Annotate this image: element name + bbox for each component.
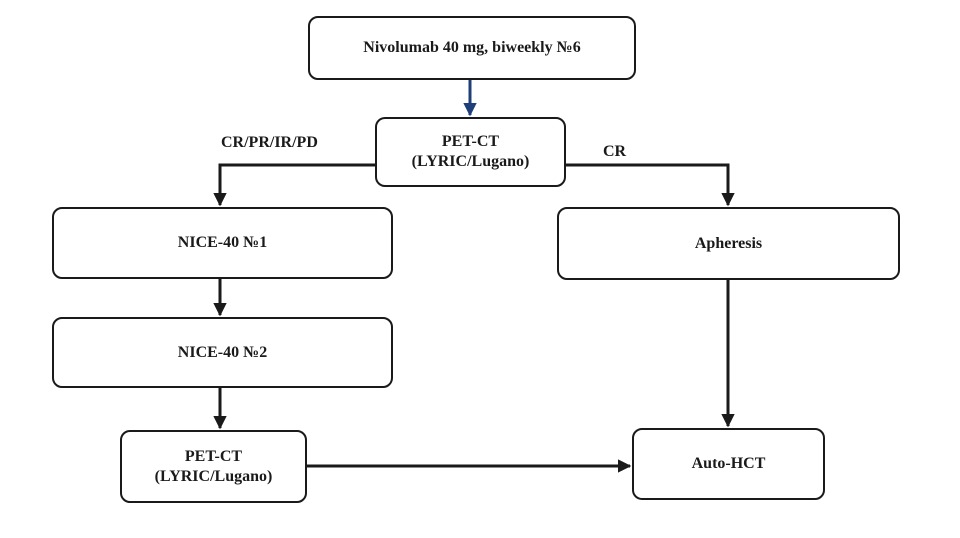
node-nice-40-2-label: NICE-40 №2 [177,343,268,361]
node-auto-hct: Auto-HCT [632,428,825,500]
node-apheresis: Apheresis [557,207,900,280]
node-pet-ct-bottom-line2: (LYRIC/Lugano) [154,467,273,485]
node-apheresis-label: Apheresis [694,234,763,252]
edge-label-right-branch: CR [603,143,627,160]
node-pet-ct-bottom-line1: PET-CT [184,447,243,465]
node-auto-hct-label: Auto-HCT [691,455,766,472]
node-nice-40-1: NICE-40 №1 [52,207,393,279]
node-nivolumab-label: Nivolumab 40 mg, biweekly №6 [363,39,581,56]
node-nice-40-2: NICE-40 №2 [52,317,393,388]
node-pet-ct-top: PET-CT (LYRIC/Lugano) [375,117,566,187]
arrow-petct-to-apheresis [566,163,735,207]
node-nice-40-1-label: NICE-40 №1 [177,234,268,251]
node-pet-ct-top-line2: (LYRIC/Lugano) [411,153,530,170]
node-pet-ct-top-line1: PET-CT [441,133,500,150]
arrow-petct-to-nice1 [213,163,375,207]
node-nivolumab: Nivolumab 40 mg, biweekly №6 [308,16,636,80]
edge-label-left-branch: CR/PR/IR/PD [221,134,318,151]
node-pet-ct-bottom: PET-CT (LYRIC/Lugano) [120,430,307,503]
